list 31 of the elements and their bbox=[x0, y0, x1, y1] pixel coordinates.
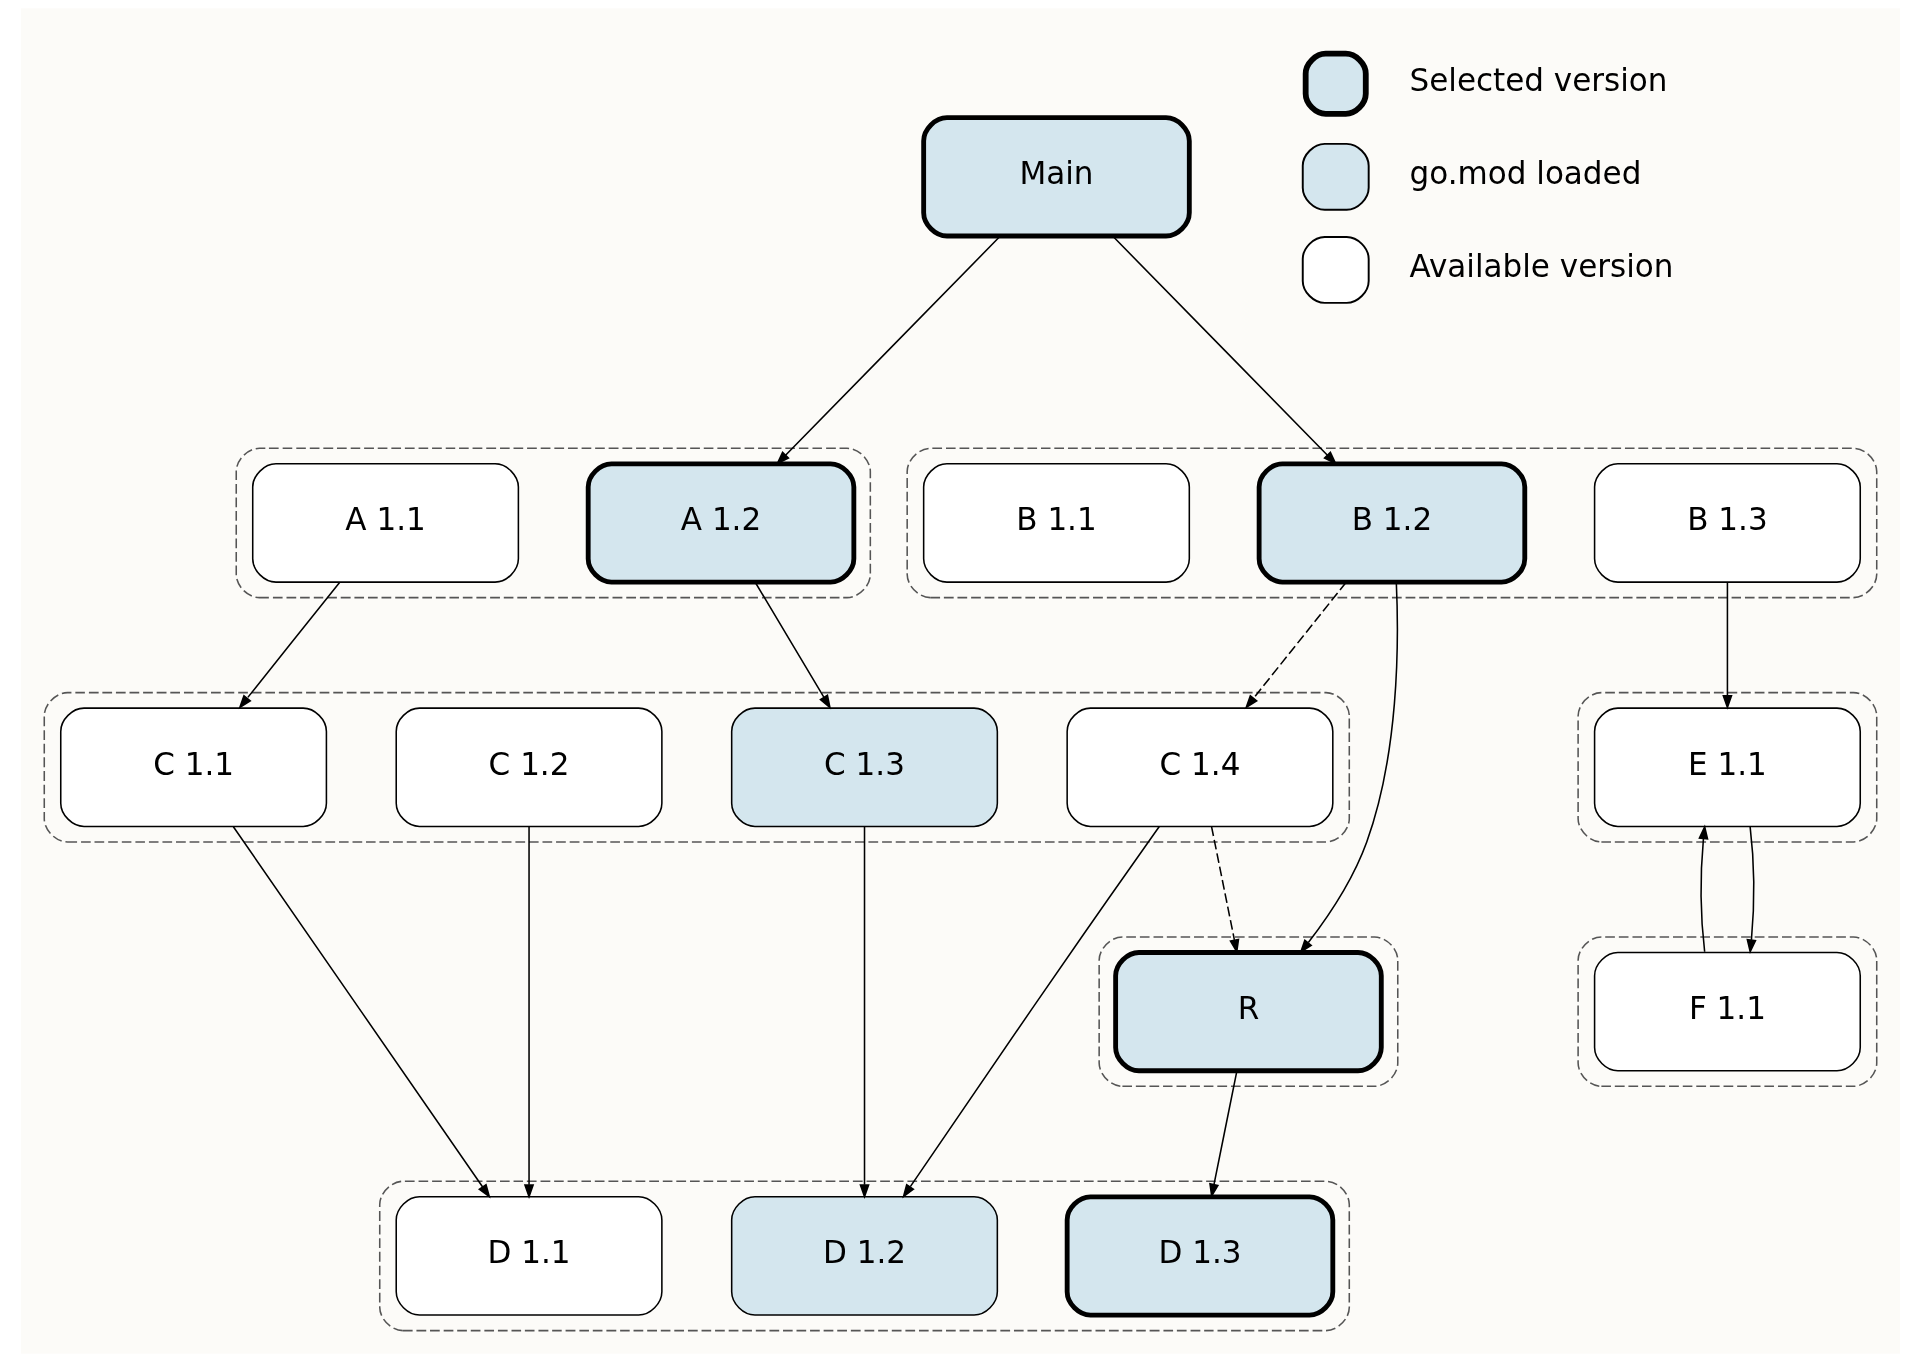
arrow bbox=[1721, 581, 1733, 710]
node-box: D 1.1 bbox=[394, 1196, 663, 1316]
arrow bbox=[237, 581, 340, 710]
legend-label: Selected version bbox=[1409, 62, 1667, 99]
arrow bbox=[754, 581, 831, 710]
node-box: C 1.4 bbox=[1065, 707, 1334, 828]
arrow bbox=[1697, 824, 1709, 953]
arrow bbox=[901, 825, 1160, 1199]
node-box: E 1.1 bbox=[1593, 707, 1861, 828]
node-box: A 1.2 bbox=[585, 461, 856, 585]
node-box: C 1.3 bbox=[730, 707, 998, 828]
legend-label: Available version bbox=[1409, 248, 1673, 285]
node-box: B 1.3 bbox=[1593, 463, 1861, 583]
node-box: F 1.1 bbox=[1593, 951, 1861, 1072]
node-box: D 1.2 bbox=[730, 1196, 998, 1316]
node-box: R bbox=[1112, 950, 1384, 1074]
node-box: Main bbox=[920, 115, 1192, 239]
node-box: C 1.1 bbox=[59, 707, 327, 828]
cluster bbox=[905, 447, 1877, 599]
node-box: D 1.3 bbox=[1064, 1194, 1335, 1318]
node-box: C 1.2 bbox=[394, 707, 663, 828]
cluster bbox=[234, 447, 871, 599]
arrow bbox=[858, 825, 870, 1199]
arrow bbox=[523, 825, 534, 1199]
node-box: B 1.1 bbox=[922, 463, 1190, 583]
arrow bbox=[232, 825, 491, 1199]
node-box: A 1.1 bbox=[251, 463, 519, 583]
arrow bbox=[1244, 581, 1347, 710]
arrow bbox=[1745, 826, 1757, 955]
node-box: B 1.2 bbox=[1256, 461, 1527, 585]
legend-label: go.mod loaded bbox=[1409, 155, 1641, 192]
